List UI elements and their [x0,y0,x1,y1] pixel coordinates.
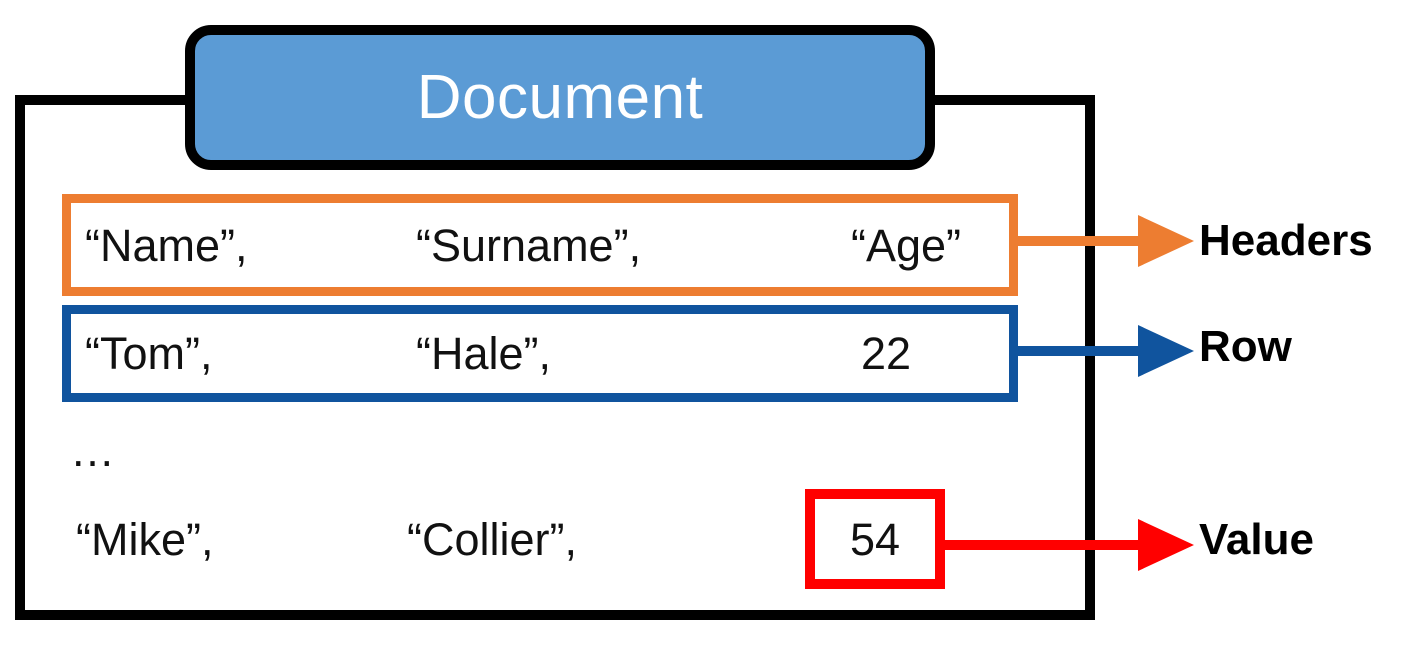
last-row-cell-age: 54 [849,513,901,565]
last-row-cell-name: “Mike”, [76,514,214,565]
rows-continuation-ellipsis: … [70,425,117,476]
callout-label-row: Row [1199,322,1292,371]
data-row-last: “Mike”, “Collier”, [76,517,976,573]
row-cell-name: “Tom”, [85,328,213,379]
row-cell-surname: “Hale”, [416,328,552,379]
value-highlight-box: 54 [805,489,945,589]
header-cell-name: “Name”, [85,219,248,271]
headers-row: “Name”, “Surname”, “Age” [71,203,1009,287]
data-row-first: “Tom”, “Hale”, 22 [71,314,1009,393]
last-row-cell-surname: “Collier”, [407,514,578,565]
callout-label-headers: Headers [1199,216,1373,265]
header-cell-age: “Age” [851,219,962,271]
row-highlight-box: “Tom”, “Hale”, 22 [62,305,1018,402]
header-cell-surname: “Surname”, [416,219,642,271]
row-cell-age: 22 [861,328,912,379]
document-title-box: Document [185,25,935,170]
headers-highlight-box: “Name”, “Surname”, “Age” [62,194,1018,296]
document-title-label: Document [416,62,704,132]
callout-label-value: Value [1199,515,1314,564]
